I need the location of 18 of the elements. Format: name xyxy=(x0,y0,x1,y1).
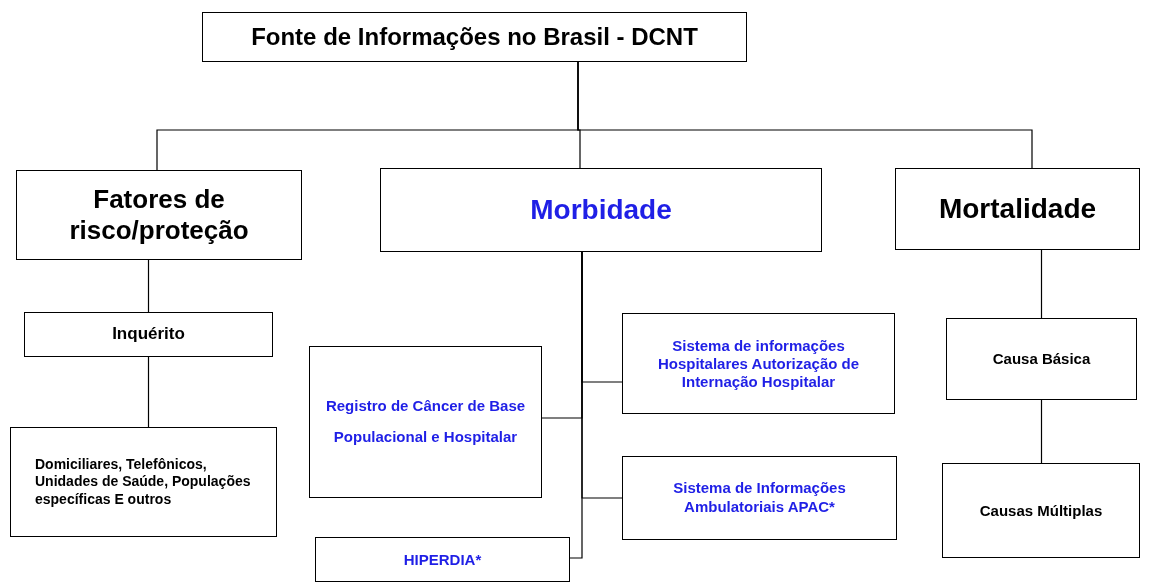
text-box: Fonte de Informações no Brasil - DCNT xyxy=(202,12,747,62)
text-box: Sistema de Informações Ambulatoriais APAC* xyxy=(622,456,897,540)
text-box: Causa Básica xyxy=(946,318,1137,400)
text-box: Fatores de risco/proteção xyxy=(16,170,302,260)
text-box: Registro de Câncer de Base Populacional e Hospitalar xyxy=(309,346,542,498)
text-box: Mortalidade xyxy=(895,168,1140,250)
connector-line xyxy=(1040,249,1043,319)
text-box: Domiciliares, Telefônicos, Unidades de Saúde, Populações específicas E outros xyxy=(10,427,277,537)
connector-line xyxy=(569,251,583,559)
connector-line xyxy=(147,356,150,428)
connector-line xyxy=(577,61,1033,169)
connector-line xyxy=(147,259,150,313)
text-box: Sistema de informações Hospitalares Autorização de Internação Hospitalar xyxy=(622,313,895,414)
text-box: Morbidade xyxy=(380,168,822,252)
text-box: Inquérito xyxy=(24,312,273,357)
text-box: HIPERDIA* xyxy=(315,537,570,582)
text-box: Causas Múltiplas xyxy=(942,463,1140,558)
connector-line xyxy=(1040,399,1043,464)
